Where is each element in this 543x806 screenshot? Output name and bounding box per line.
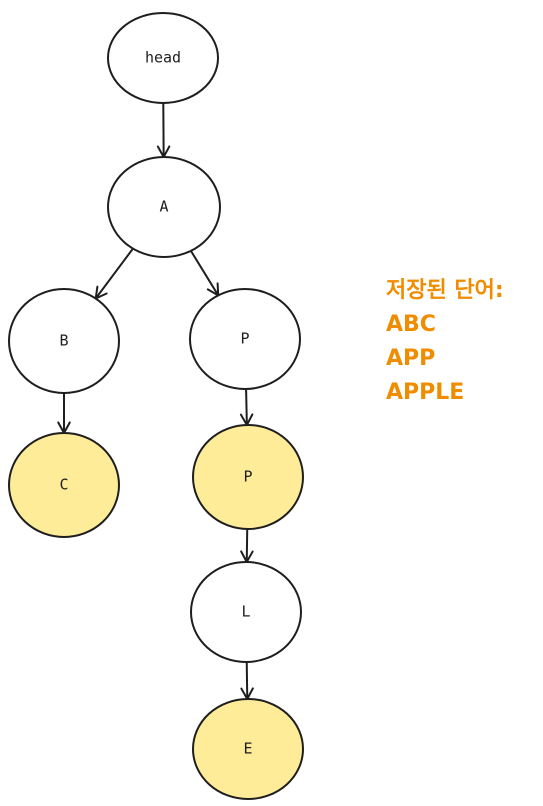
node-a: A bbox=[107, 156, 221, 258]
edge-a-to-p1 bbox=[189, 249, 220, 297]
node-b: B bbox=[8, 288, 120, 394]
node-circle bbox=[107, 156, 221, 258]
node-label: P bbox=[243, 468, 252, 486]
node-circle bbox=[190, 561, 302, 663]
node-label: E bbox=[243, 740, 252, 758]
node-label: B bbox=[59, 332, 68, 350]
node-head: head bbox=[107, 12, 219, 104]
stored-words-legend: 저장된 단어: ABC APP APPLE bbox=[386, 274, 504, 410]
legend-word-abc: ABC bbox=[386, 312, 436, 337]
node-label: C bbox=[59, 476, 68, 494]
node-l: L bbox=[190, 561, 302, 663]
node-circle bbox=[192, 424, 304, 530]
edge-p2-to-l bbox=[240, 527, 254, 564]
edge-a-to-b bbox=[94, 247, 134, 300]
node-label: head bbox=[145, 49, 181, 67]
legend-title: 저장된 단어: bbox=[386, 278, 504, 303]
edge-p1-to-p2 bbox=[239, 387, 254, 427]
node-c: C bbox=[8, 432, 120, 538]
edge-l-to-e bbox=[240, 660, 254, 701]
edge-head-to-a bbox=[156, 101, 171, 159]
node-label: P bbox=[240, 330, 249, 348]
node-circle bbox=[189, 288, 301, 390]
node-p2: P bbox=[192, 424, 304, 530]
legend-word-app: APP bbox=[386, 346, 436, 371]
node-p1: P bbox=[189, 288, 301, 390]
node-circle bbox=[192, 698, 304, 800]
node-label: A bbox=[159, 198, 168, 216]
node-circle bbox=[8, 432, 120, 538]
node-e: E bbox=[192, 698, 304, 800]
legend-word-apple: APPLE bbox=[386, 380, 465, 405]
node-circle bbox=[107, 12, 219, 104]
edge-b-to-c bbox=[57, 392, 71, 434]
node-label: L bbox=[241, 603, 250, 621]
node-circle bbox=[8, 288, 120, 394]
